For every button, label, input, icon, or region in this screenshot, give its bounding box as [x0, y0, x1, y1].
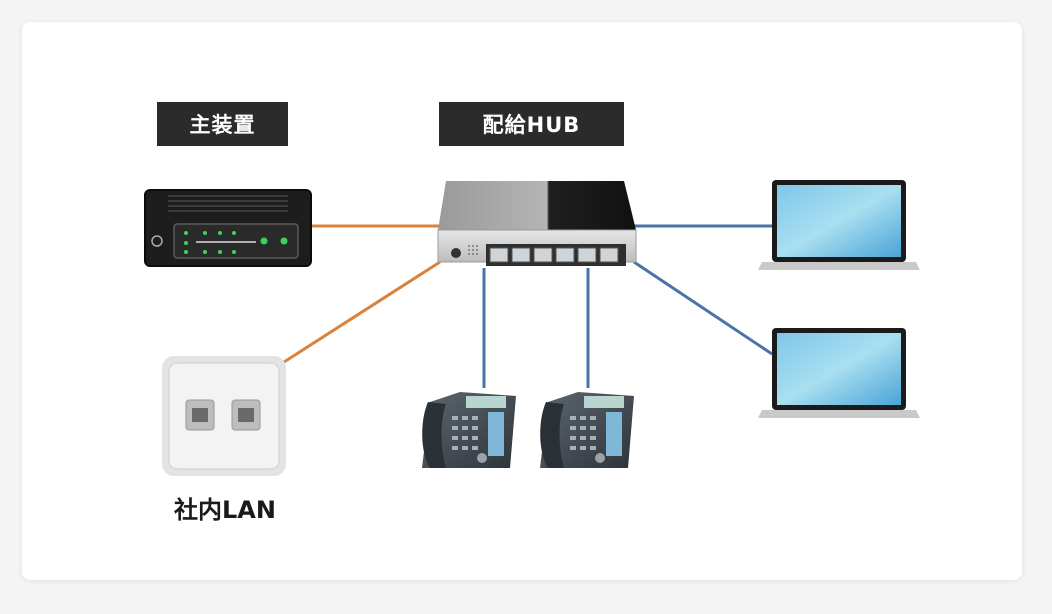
line-hub-to-laptop-2 — [633, 260, 773, 356]
desk-phone-icon — [422, 392, 516, 468]
pbx-main-unit-icon — [144, 189, 312, 267]
line-lan-to-hub — [283, 260, 441, 364]
main-unit-label: 主装置 — [157, 102, 288, 146]
laptop-icon — [758, 328, 920, 418]
connection-lines — [283, 224, 773, 388]
wall-lan-outlet-icon — [162, 356, 286, 476]
lan-label: 社内LAN — [174, 496, 276, 524]
hub-label: 配給HUB — [439, 102, 624, 146]
network-switch-icon — [437, 181, 637, 266]
desk-phone-icon — [540, 392, 634, 468]
laptop-icon — [758, 180, 920, 270]
